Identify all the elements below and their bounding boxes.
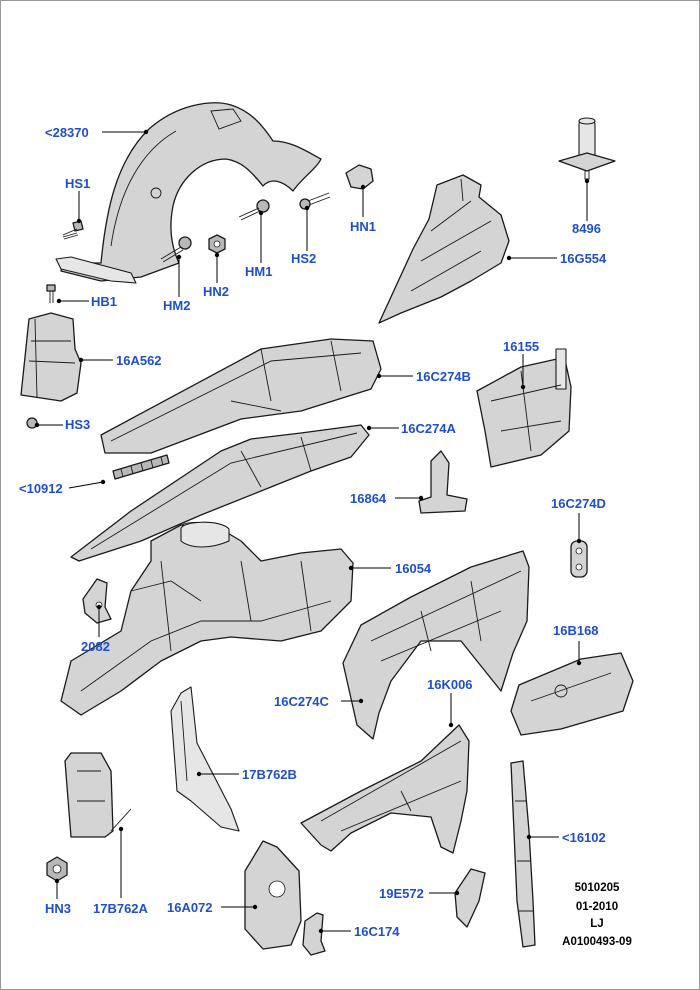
callout-hm2[interactable]: HM2 — [163, 298, 190, 313]
callout-16c274a[interactable]: 16C274A — [401, 421, 457, 436]
callout-16k006[interactable]: 16K006 — [427, 677, 473, 692]
callout-17b762a[interactable]: 17B762A — [93, 901, 149, 916]
reference-date: 01-2010 — [576, 901, 618, 913]
nut-hn3 — [46, 856, 68, 882]
callout-17b762b[interactable]: 17B762B — [242, 767, 297, 782]
fastener-hs2 — [299, 192, 331, 210]
panel-16g554 — [378, 174, 510, 324]
callout-16b168[interactable]: 16B168 — [553, 623, 599, 638]
callout-16102[interactable]: <16102 — [562, 830, 606, 845]
wheel-arch-liner-part — [55, 102, 322, 284]
callout-hn2[interactable]: HN2 — [203, 284, 229, 299]
fastener-hm2 — [160, 236, 192, 263]
rail-16102 — [510, 760, 536, 948]
bracket-19e572 — [454, 868, 486, 928]
callout-16c174[interactable]: 16C174 — [354, 924, 400, 939]
rail-16c274a — [70, 424, 370, 562]
callout-16c274d[interactable]: 16C274D — [551, 496, 606, 511]
callout-16864[interactable]: 16864 — [350, 491, 387, 506]
bracket-16a072 — [244, 840, 302, 950]
reference-model-code: LJ — [590, 918, 603, 930]
front-structure-16054 — [60, 521, 354, 716]
callout-hs3[interactable]: HS3 — [65, 417, 90, 432]
callout-16a562[interactable]: 16A562 — [116, 353, 162, 368]
callout-2082[interactable]: 2082 — [81, 639, 110, 654]
inner-wing-16c274c — [342, 550, 530, 740]
bracket-17b762a — [64, 752, 132, 838]
reinforcement-16155 — [476, 348, 572, 468]
callout-16c274c[interactable]: 16C274C — [274, 694, 330, 709]
callout-hn3[interactable]: HN3 — [45, 901, 71, 916]
clip-hn1 — [345, 164, 374, 190]
callout-hs2[interactable]: HS2 — [291, 251, 316, 266]
callout-19e572[interactable]: 19E572 — [379, 886, 424, 901]
callout-hb1[interactable]: HB1 — [91, 294, 117, 309]
leader-lines — [34, 129, 590, 934]
callout-10912[interactable]: <10912 — [19, 481, 63, 496]
callout-16a072[interactable]: 16A072 — [167, 900, 213, 915]
stud-8496 — [558, 117, 616, 180]
reference-illustration-id: A0100493-09 — [562, 936, 632, 948]
bolt-hb1 — [46, 284, 56, 303]
fastener-hs1 — [62, 220, 84, 240]
nut-hn2 — [208, 234, 226, 254]
panel-16k006 — [300, 724, 470, 854]
callout-hs1[interactable]: HS1 — [65, 176, 90, 191]
strip-10912 — [112, 454, 170, 480]
callout-hn1[interactable]: HN1 — [350, 219, 376, 234]
bracket-16c174 — [302, 912, 326, 956]
callout-16g554[interactable]: 16G554 — [560, 251, 607, 266]
callout-hm1[interactable]: HM1 — [245, 264, 272, 279]
fastener-hm1 — [238, 199, 270, 221]
callout-28370[interactable]: <28370 — [45, 125, 89, 140]
bracket-16864 — [418, 450, 468, 514]
callout-labels: <28370 HS1 HM1 HS2 HN1 8496 HB1 HM2 HN2 … — [19, 125, 607, 939]
bracket-16a562 — [20, 312, 82, 402]
callout-16c274b[interactable]: 16C274B — [416, 369, 471, 384]
bracket-2082 — [82, 578, 112, 624]
callout-8496[interactable]: 8496 — [572, 221, 601, 236]
callout-16054[interactable]: 16054 — [395, 561, 432, 576]
reference-number: 5010205 — [575, 882, 620, 894]
rail-16c274b — [100, 338, 382, 454]
bracket-16b168 — [510, 652, 634, 736]
panel-17b762b — [170, 686, 240, 832]
plate-16c274d — [570, 540, 588, 578]
callout-16155[interactable]: 16155 — [503, 339, 539, 354]
reference-block: 5010205 01-2010 LJ A0100493-09 — [562, 882, 632, 948]
